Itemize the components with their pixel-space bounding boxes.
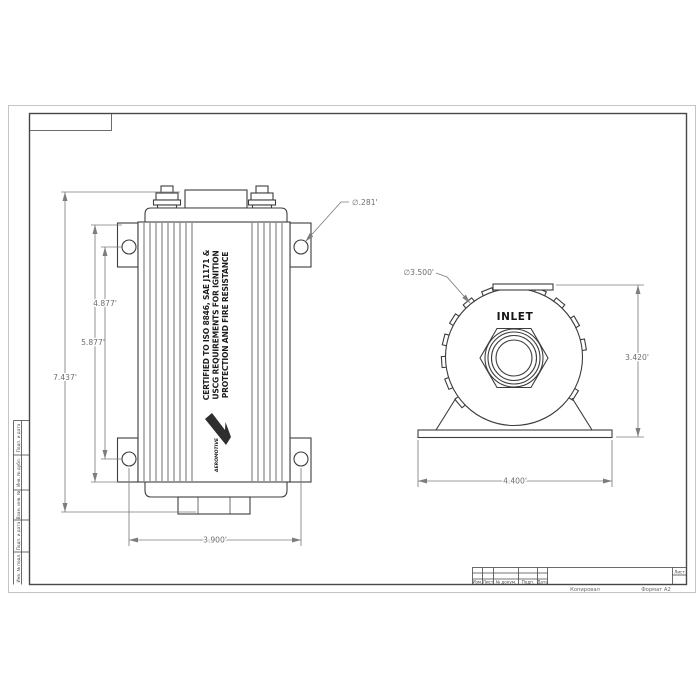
dim-overall-height: 7.437' — [53, 373, 77, 382]
logo-arrow-a-icon — [205, 413, 231, 445]
dim-mount-hole-diameter: ∅.281' — [352, 198, 378, 207]
margin-label: Подп. и дата — [16, 521, 21, 550]
cert-line-2: USCG REQUIREMENTS FOR IGNITION — [212, 250, 221, 399]
front-view-pump: CERTIFIED TO ISO 8846, SAE J1171 & USCG … — [116, 185, 312, 515]
dim-endview-height: 3.420' — [625, 353, 649, 362]
cert-line-3: PROTECTION AND FIRE RESISTANCE — [221, 252, 230, 399]
body-ribs — [143, 223, 283, 481]
inlet-label: INLET — [497, 311, 534, 323]
aeromotive-logo: AEROMOTIVE — [205, 413, 231, 473]
titleblock-sheet-label: Лист — [674, 570, 685, 575]
saddle-leg-left — [435, 397, 457, 431]
port-circle-2 — [487, 331, 541, 385]
mount-hole-top-right — [293, 239, 309, 255]
dim-base-width: 4.400' — [503, 477, 527, 486]
outlet-fitting — [177, 496, 251, 515]
copied-label: Копировал — [570, 587, 600, 593]
cert-line-1: CERTIFIED TO ISO 8846, SAE J1171 & — [202, 249, 211, 400]
dim-hole-spacing-vertical: 4.877' — [93, 299, 117, 308]
format-label: Формат А2 — [641, 587, 671, 593]
left-margin-columns: Подп. и дата Инв. № дубл. Взам. инв. № П… — [13, 420, 30, 585]
title-block: Изм. Лист № докум. Подп. Дата Лист — [472, 567, 687, 585]
mount-hole-bottom-right — [293, 451, 309, 467]
mount-base-plate — [417, 429, 613, 439]
top-flat — [492, 283, 554, 291]
dimensions: 7.437' 5.877' 4.877' 3.900' ∅.281' ∅3.50… — [52, 191, 650, 546]
logo-wordmark: AEROMOTIVE — [214, 437, 220, 473]
titleblock-col-data: Дата — [537, 580, 548, 585]
titleblock-col-izm: Изм. — [473, 580, 483, 585]
port-circle-outer — [484, 328, 544, 388]
dim-outer-diameter: ∅3.500' — [404, 268, 434, 277]
margin-label: Инв. № дубл. — [16, 458, 21, 487]
margin-label: Взам. инв. № — [16, 490, 21, 519]
titleblock-col-list: Лист — [483, 580, 494, 585]
mount-hole-bottom-left — [121, 451, 137, 467]
sheet-frame: Подп. и дата Инв. № дубл. Взам. инв. № П… — [8, 105, 696, 593]
margin-label: Инв. № подл. — [16, 554, 21, 583]
port-circle-3 — [490, 334, 538, 382]
mount-hole-top-left — [121, 239, 137, 255]
dim-hole-spacing-horizontal: 3.900' — [203, 536, 227, 545]
connector-block — [184, 189, 248, 209]
port-bore — [495, 339, 533, 377]
bottom-end-cap — [144, 481, 288, 498]
dim-body-length: 5.877' — [81, 338, 105, 347]
end-view-pump: INLET — [417, 283, 613, 439]
titleblock-col-podp: Подп. — [522, 580, 535, 585]
terminal-right — [247, 185, 277, 209]
terminal-left — [152, 185, 182, 209]
certification-text: CERTIFIED TO ISO 8846, SAE J1171 & USCG … — [202, 249, 230, 400]
pump-body — [137, 221, 291, 483]
top-end-cap — [144, 207, 288, 223]
titleblock-col-ndokum: № докум. — [496, 580, 517, 585]
top-left-designation-box — [29, 113, 112, 131]
margin-label: Подп. и дата — [16, 423, 21, 452]
saddle-leg-right — [571, 397, 593, 431]
